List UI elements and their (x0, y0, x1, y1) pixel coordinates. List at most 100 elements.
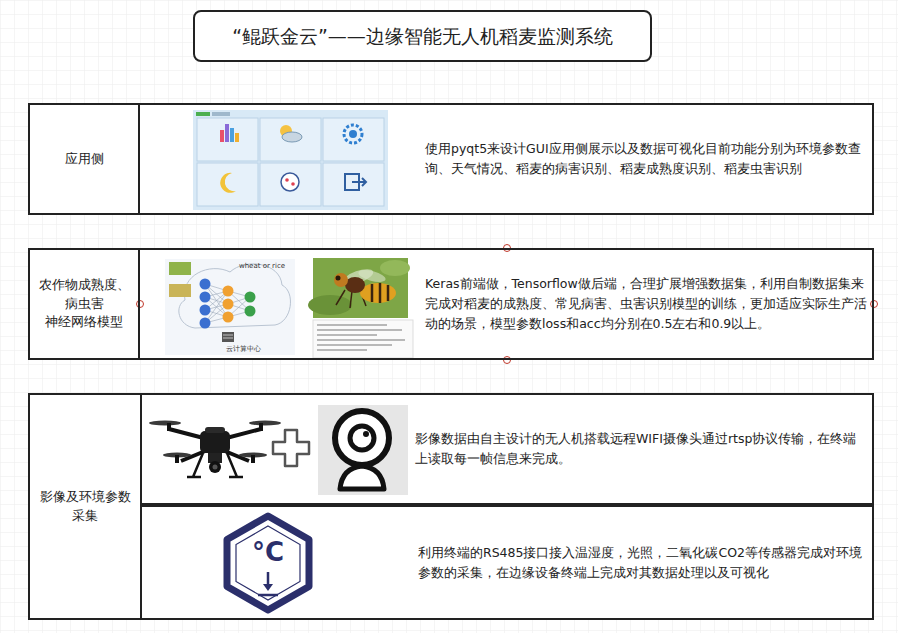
row-description-cell: 使用pyqt5来设计GUI应用侧展示以及数据可视化目前功能分别为环境参数查询、天… (425, 139, 865, 179)
gui-screenshot (291, 182, 295, 186)
gui-screenshot (197, 118, 258, 161)
neural-network-picture (200, 292, 211, 303)
drone-picture (149, 421, 281, 478)
temperature-icon (258, 594, 278, 597)
table-row: 影像及环境参数采集 影像数据由自主设计的无人机搭载远程WIFI摄像头通过rtsp协… (28, 393, 874, 620)
training-log-screenshot (317, 349, 367, 351)
drone-picture (251, 455, 255, 463)
wasp-photo (308, 258, 410, 318)
gui-screenshot (197, 118, 384, 206)
neural-network-picture (200, 279, 211, 329)
neural-network-picture (200, 318, 211, 329)
gui-screenshot (193, 110, 388, 210)
table-row: 农作物成熟度、 病虫害 神经网络模型 Keras前端做，Tensorflow做后端… (28, 248, 874, 360)
plus-sign (273, 430, 309, 466)
neural-network-picture (223, 335, 233, 338)
row-heading: 影像及环境参数采集 (36, 488, 134, 526)
gui-screenshot (344, 125, 362, 143)
neural-network-picture (245, 306, 256, 317)
row-heading: 农作物成熟度、 病虫害 神经网络模型 (36, 276, 132, 333)
gui-screenshot (260, 118, 321, 161)
gui-screenshot (285, 178, 289, 182)
webcam-icon (350, 426, 374, 450)
cell-description-cell: 影像数据由自主设计的无人机搭载远程WIFI摄像头通过rtsp协议传输，在终端上读… (415, 429, 867, 469)
webcam-icon (318, 405, 408, 495)
neural-network-picture (179, 264, 291, 328)
box-fill (28, 10, 874, 620)
cell-description: 影像数据由自主设计的无人机搭载远程WIFI摄像头通过rtsp协议传输，在终端上读… (415, 429, 867, 469)
drone-picture (149, 421, 181, 426)
table-cell: 利用终端的RS485接口接入温湿度，光照，二氧化碳CO2等传感器完成对环境参数的… (140, 505, 874, 620)
cell-description: 利用终端的RS485接口接入温湿度，光照，二氧化碳CO2等传感器完成对环境参数的… (418, 543, 868, 583)
wasp-photo (360, 283, 396, 303)
wasp-photo (372, 283, 388, 303)
row-description: Keras前端做，Tensorflow做后端，合理扩展增强数据集，利用自制数据集… (425, 274, 870, 334)
neural-network-picture (169, 262, 191, 275)
neural-network-picture (165, 259, 295, 355)
selection-handles (137, 301, 144, 308)
training-log-screenshot (317, 334, 377, 336)
wasp-photo (308, 295, 352, 315)
gui-screenshot (220, 173, 236, 193)
training-log-screenshot (317, 329, 402, 331)
box-fill (28, 103, 874, 215)
row-description: 使用pyqt5来设计GUI应用侧展示以及数据可视化目前功能分别为环境参数查询、天… (425, 139, 865, 179)
neural-network-picture (205, 284, 250, 323)
gui-screenshot (281, 173, 299, 191)
gui-screenshot (196, 112, 210, 116)
gui-screenshot (323, 163, 384, 206)
training-log-screenshot (313, 320, 413, 358)
wasp-photo (345, 277, 365, 293)
neural-network-picture (165, 259, 295, 355)
row-description-cell: Keras前端做，Tensorflow做后端，合理扩展增强数据集，利用自制数据集… (425, 274, 870, 334)
gui-screenshot (197, 163, 258, 206)
temperature-icon (236, 526, 300, 600)
box-fill (28, 248, 874, 360)
gui-screenshot (220, 130, 224, 142)
drone-picture (187, 453, 243, 477)
wasp-photo (334, 273, 348, 287)
title-text: “鲲跃金云”——边缘智能无人机稻麦监测系统 (232, 24, 613, 49)
image-caption: wheat or rice (239, 262, 285, 270)
drone-picture (259, 423, 263, 431)
gui-screenshot (225, 124, 229, 142)
drone-picture (167, 423, 171, 431)
title-box: “鲲跃金云”——边缘智能无人机稻麦监测系统 (193, 10, 652, 62)
webcam-icon (340, 466, 384, 489)
neural-network-picture (200, 305, 211, 316)
neural-network-picture (245, 292, 256, 317)
drone-picture (249, 421, 281, 426)
gui-screenshot (212, 112, 230, 116)
table-row: 应用侧 使用pyqt5来设计GUI应用侧展示以及数据可视化目前功能分别为环境参数查… (28, 103, 874, 215)
neural-network-picture (200, 279, 211, 290)
box-fill (193, 10, 652, 62)
row-heading-cell: 应用侧 (30, 105, 140, 213)
cell-description-cell: 利用终端的RS485接口接入温湿度，光照，二氧化碳CO2等传感器完成对环境参数的… (418, 543, 868, 583)
gui-screenshot (230, 128, 234, 142)
unit-symbol: °C (252, 537, 284, 567)
drone-picture (175, 455, 179, 463)
training-log-screenshot (317, 344, 392, 346)
webcam-icon (318, 405, 408, 495)
title-text-cell: “鲲跃金云”——边缘智能无人机稻麦监测系统 (195, 12, 650, 60)
wasp-photo (336, 276, 341, 281)
drone-picture (205, 427, 225, 433)
neural-network-picture (223, 299, 234, 310)
selection-handles (871, 301, 878, 308)
table-cell: 影像数据由自主设计的无人机搭载远程WIFI摄像头通过rtsp协议传输，在终端上读… (140, 393, 874, 505)
training-log-screenshot (317, 324, 405, 351)
neural-network-picture (223, 312, 234, 323)
training-log-screenshot (313, 320, 413, 358)
temperature-icon (227, 516, 309, 610)
drone-picture (213, 465, 218, 470)
neural-network-picture (245, 292, 256, 303)
drone-picture (200, 431, 230, 453)
gui-screenshot (323, 118, 384, 161)
selection-handles (137, 245, 878, 364)
webcam-icon (363, 431, 369, 437)
training-log-screenshot (317, 339, 405, 341)
